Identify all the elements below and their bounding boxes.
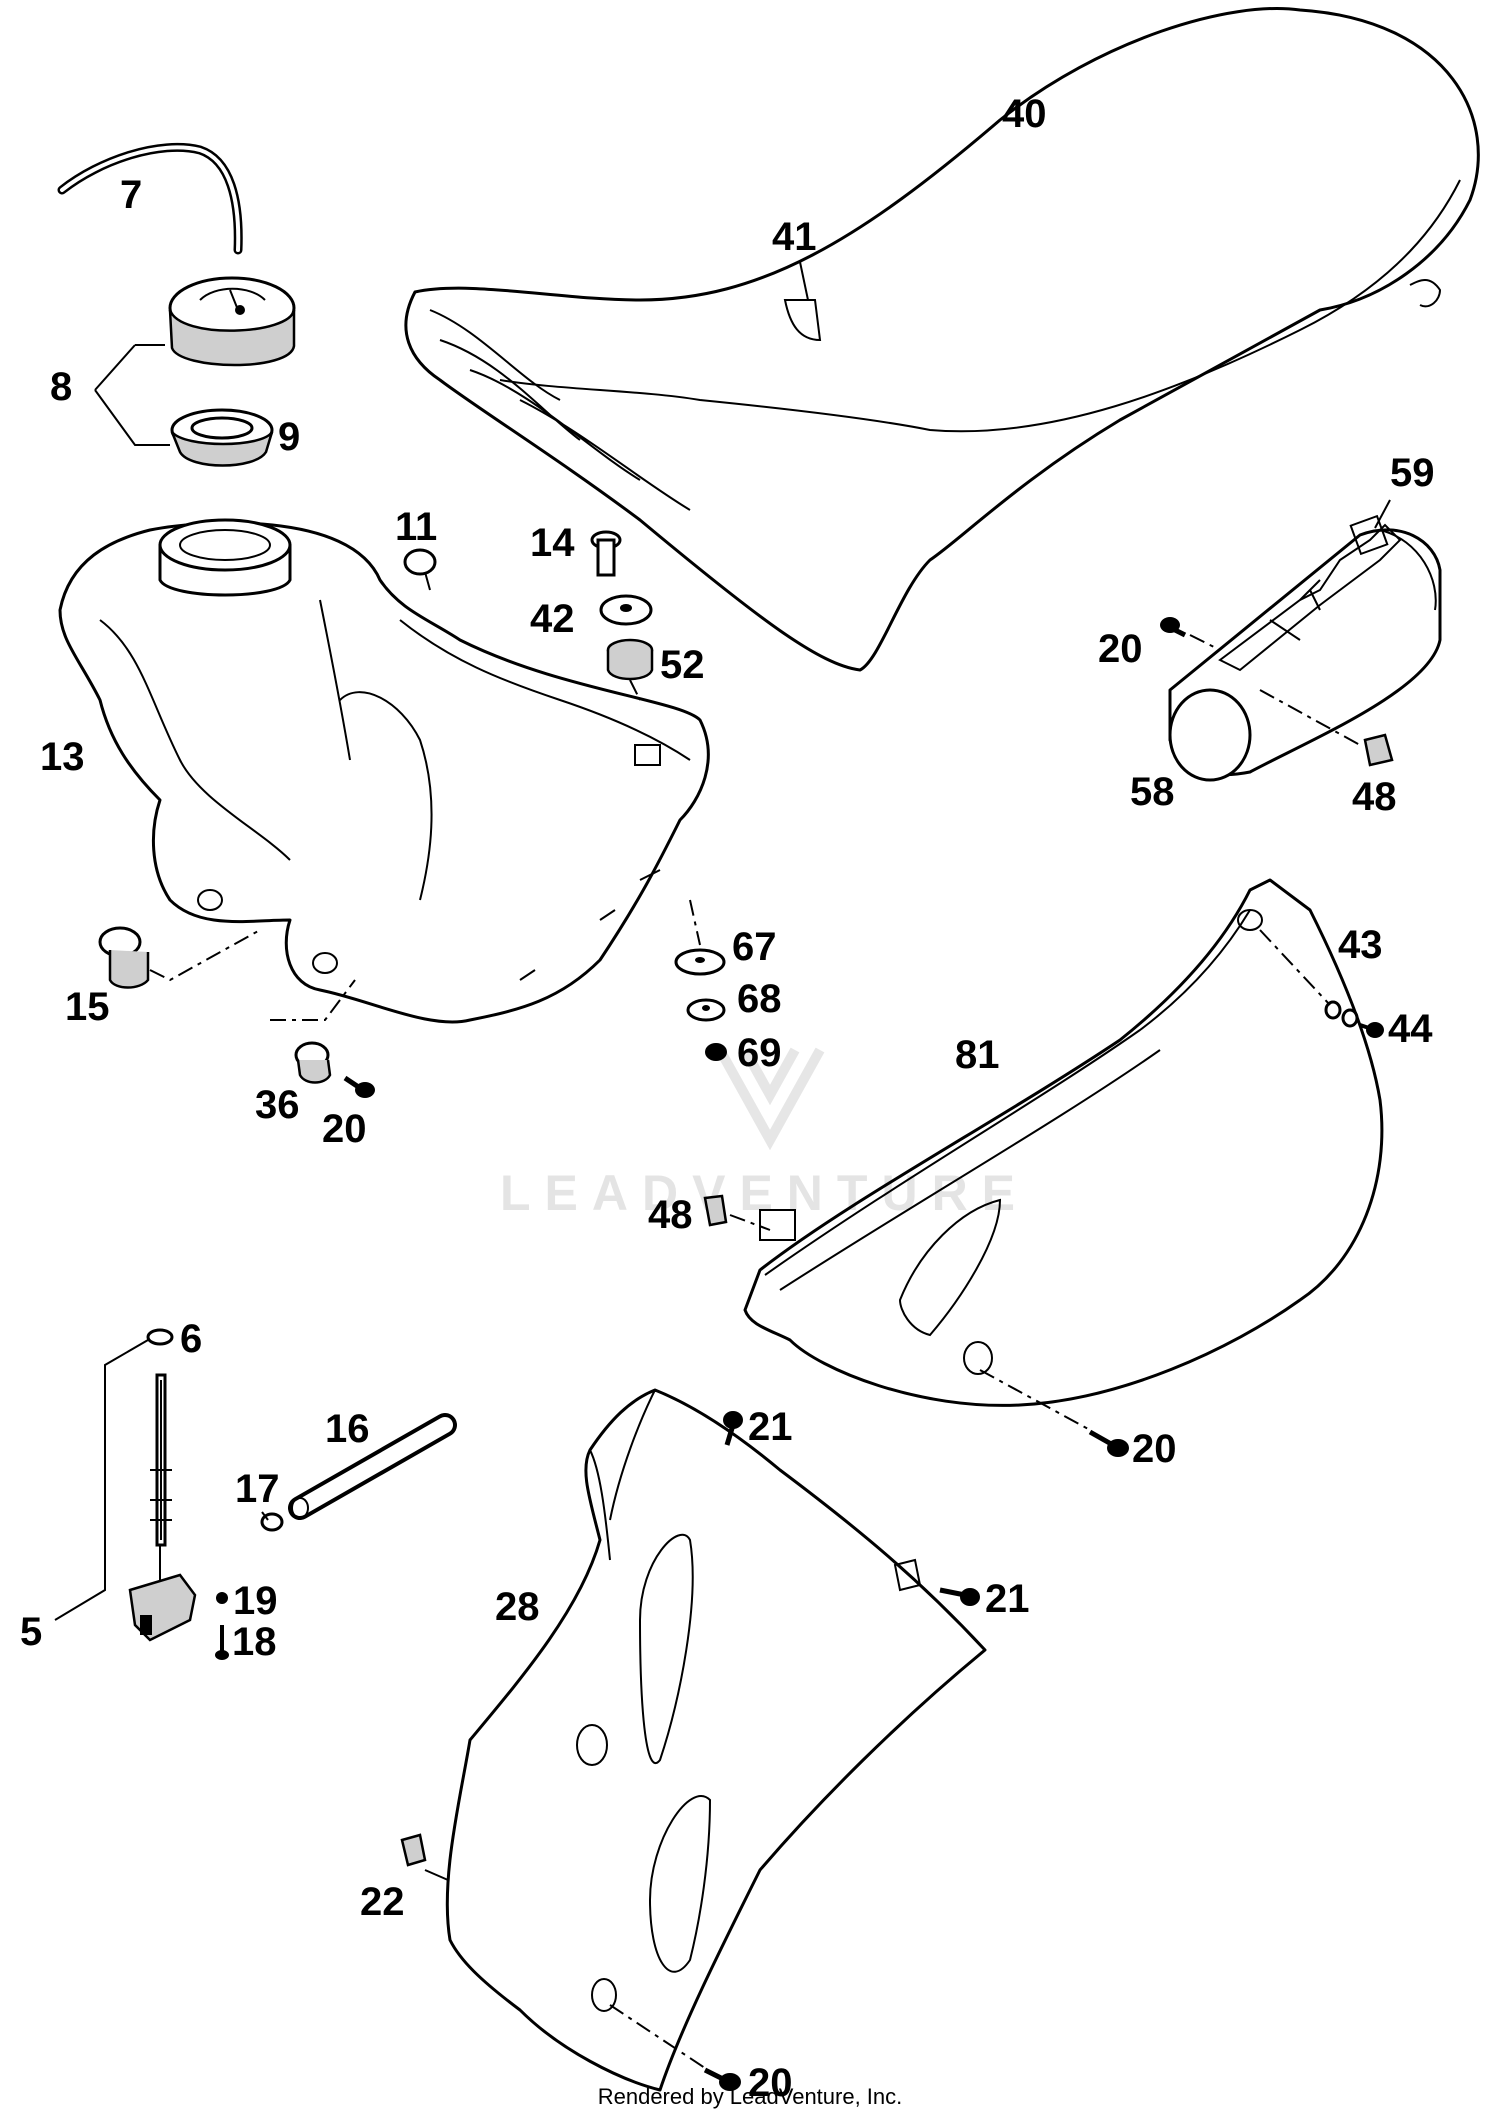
watermark: LEADVENTURE: [500, 1047, 1029, 1221]
part-36-bushing[interactable]: [294, 1041, 332, 1084]
callout-68: 68: [737, 977, 782, 1021]
part-20-bolt-cover[interactable]: [1088, 1429, 1129, 1457]
part-21-bolt-lower[interactable]: [939, 1587, 980, 1606]
callout-42: 42: [530, 597, 575, 641]
dash-48-bag: [1259, 689, 1361, 746]
dash-48-cover: [729, 1214, 771, 1231]
dash-15: [149, 929, 261, 982]
part-11-clip[interactable]: [403, 548, 437, 591]
leader-59: [1374, 499, 1391, 529]
callout-48-cover: 48: [648, 1193, 693, 1237]
part-44-bolt[interactable]: [1359, 1022, 1384, 1038]
leader-22: [424, 1869, 449, 1881]
callout-21-lower: 21: [985, 1577, 1030, 1621]
part-28-side-panel[interactable]: [445, 1388, 987, 2092]
part-17-hose-clamp[interactable]: [260, 1511, 284, 1532]
leader-5-6: [54, 1339, 149, 1621]
dash-43: [1259, 929, 1331, 1006]
part-6-o-ring[interactable]: [146, 1328, 174, 1346]
part-68-washer[interactable]: [686, 998, 726, 1022]
callout-41: 41: [772, 215, 817, 259]
callout-16: 16: [325, 1407, 370, 1451]
part-14-bolt[interactable]: [590, 530, 622, 577]
callout-43: 43: [1338, 923, 1383, 967]
dash-52: [629, 679, 641, 701]
callout-22: 22: [360, 1880, 405, 1924]
callout-17: 17: [235, 1467, 280, 1511]
callout-11: 11: [395, 505, 437, 549]
dash-67: [689, 899, 701, 946]
callout-5: 5: [20, 1610, 42, 1654]
part-16-fuel-hose[interactable]: [288, 1413, 457, 1520]
callout-20-panel: 20: [748, 2061, 793, 2105]
part-8-fuel-cap[interactable]: [168, 276, 296, 367]
callout-14: 14: [530, 521, 575, 565]
callout-8: 8: [50, 365, 72, 409]
part-58-tool-bag[interactable]: [1168, 528, 1442, 782]
part-42-washer[interactable]: [599, 594, 653, 626]
callout-58: 58: [1130, 770, 1175, 814]
leader-41: [799, 261, 809, 301]
part-15-bushing[interactable]: [98, 926, 150, 989]
part-48-clip-bag[interactable]: [1363, 733, 1394, 767]
part-7-breather-hose[interactable]: [57, 142, 243, 255]
part-19-washer[interactable]: [216, 1592, 228, 1604]
footer-credit: Rendered by LeadVenture, Inc.: [597, 2084, 903, 2109]
part-48-clip-cover[interactable]: [703, 1194, 728, 1227]
part-13-fuel-tank[interactable]: [58, 518, 710, 1024]
part-69-nut[interactable]: [705, 1043, 727, 1061]
dash-36: [270, 979, 356, 1021]
part-9-cap-gasket[interactable]: [170, 408, 274, 467]
callout-20-cover: 20: [1132, 1427, 1177, 1471]
callout-52: 52: [660, 643, 705, 687]
part-81-side-cover[interactable]: [743, 878, 1384, 1407]
callout-13: 13: [40, 735, 85, 779]
part-43-washer[interactable]: [1324, 1000, 1359, 1028]
callout-7: 7: [120, 173, 142, 217]
part-40-seat[interactable]: [404, 6, 1480, 672]
part-20-bolt-panel[interactable]: [703, 2067, 741, 2091]
part-20-bolt-tank[interactable]: [343, 1075, 375, 1098]
callout-20-bag: 20: [1098, 627, 1143, 671]
watermark-text: LEADVENTURE: [500, 1165, 1029, 1221]
callout-48-bag: 48: [1352, 775, 1397, 819]
callout-67: 67: [732, 925, 777, 969]
part-22-clip[interactable]: [400, 1833, 427, 1867]
part-67-washer[interactable]: [674, 948, 726, 976]
callout-69: 69: [737, 1031, 782, 1075]
part-52-grommet[interactable]: [606, 638, 654, 681]
part-20-bolt-bag[interactable]: [1160, 617, 1187, 638]
callout-36: 36: [255, 1083, 300, 1127]
callout-44: 44: [1388, 1007, 1433, 1051]
dash-20-cover: [979, 1369, 1091, 1431]
part-59-bracket[interactable]: [1218, 514, 1402, 672]
callout-59: 59: [1390, 451, 1435, 495]
callout-6: 6: [180, 1317, 202, 1361]
part-21-bolt-upper[interactable]: [723, 1411, 743, 1446]
dash-20-panel: [609, 2004, 706, 2069]
callout-18: 18: [232, 1620, 277, 1664]
callout-9: 9: [278, 415, 300, 459]
callout-40: 40: [1002, 92, 1047, 136]
part-5-fuel-tap[interactable]: [128, 1373, 197, 1642]
callout-21-upper: 21: [748, 1405, 793, 1449]
leader-8: [94, 344, 170, 446]
callout-20-tank: 20: [322, 1107, 367, 1151]
callout-28: 28: [495, 1585, 540, 1629]
callout-15: 15: [65, 985, 110, 1029]
dash-20-bag: [1189, 634, 1221, 651]
callout-81: 81: [955, 1033, 1000, 1077]
callout-19: 19: [233, 1579, 278, 1623]
part-18-screw[interactable]: [215, 1625, 229, 1660]
